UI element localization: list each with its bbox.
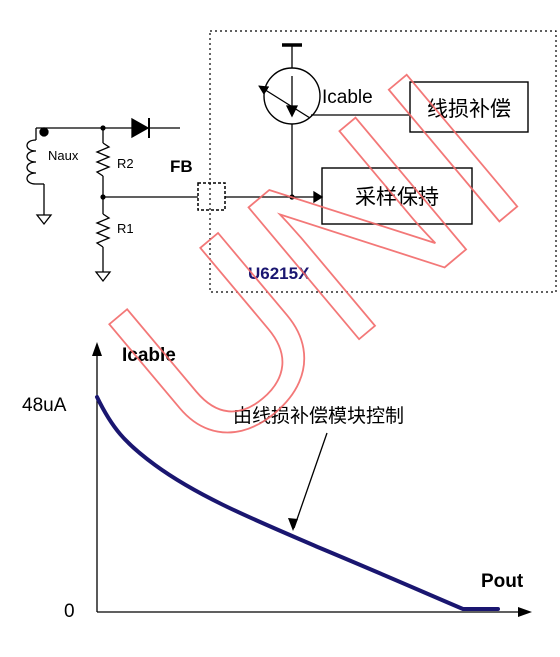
circuit-diagram <box>26 30 557 293</box>
aux-winding <box>26 127 103 226</box>
winding-label: Naux <box>48 148 79 163</box>
chip-boundary <box>209 30 557 293</box>
y-zero-label: 0 <box>64 601 75 622</box>
y-axis-arrow <box>92 342 102 356</box>
fb-pin-label: FB <box>170 157 193 176</box>
current-source-label: Icable <box>322 87 373 108</box>
watermark: UNI <box>60 18 560 508</box>
r1-label: R1 <box>117 221 134 236</box>
curve-annotation: 由线损补偿模块控制 <box>233 405 404 427</box>
compensation-block <box>409 81 529 133</box>
r2-label: R2 <box>117 156 134 171</box>
sample-hold-block-label: 采样保持 <box>355 186 439 209</box>
resistor-r1 <box>94 197 112 283</box>
sample-hold-block <box>321 167 473 225</box>
compensation-block-label: 线损补偿 <box>427 98 511 121</box>
diode <box>103 117 180 139</box>
circuit-labels: Naux R2 R1 FB Icable 线损补偿 采样保持 U6215X <box>48 87 511 283</box>
x-axis-label: Pout <box>481 571 524 592</box>
x-axis-arrow <box>518 607 532 617</box>
graph: Icable 48uA 0 Pout 由线损补偿模块控制 <box>22 342 532 622</box>
y-max-label: 48uA <box>22 395 67 416</box>
icable-curve <box>95 395 500 611</box>
resistor-r2 <box>95 128 111 197</box>
annotation-arrow <box>293 432 328 529</box>
current-source <box>258 43 321 125</box>
y-axis-label: Icable <box>122 345 176 366</box>
chip-label: U6215X <box>248 264 310 283</box>
